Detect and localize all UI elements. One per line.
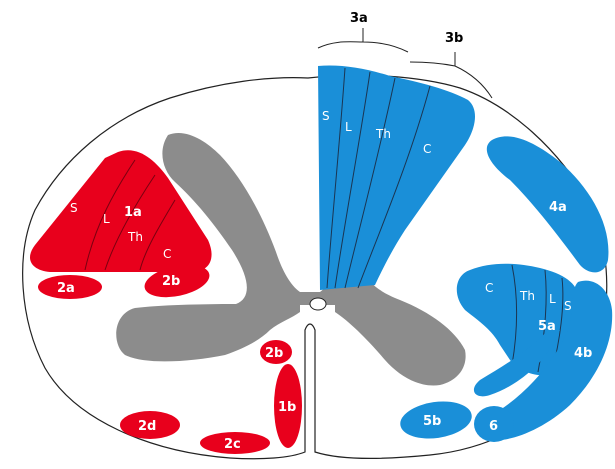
label-5b: 5b: [423, 414, 441, 429]
label-6: 6: [489, 419, 498, 434]
label-2d: 2d: [138, 419, 156, 434]
tract-1a-divider-2: [104, 174, 156, 271]
label-3-s: S: [322, 109, 330, 123]
label-3a: 3a: [350, 11, 368, 26]
label-3b: 3b: [445, 31, 463, 46]
label-1a-s: S: [70, 201, 78, 215]
gray-matter: [116, 132, 466, 386]
label-2a: 2a: [57, 281, 75, 296]
label-5a-s: S: [564, 299, 572, 313]
tract-3-divider-4: [357, 85, 431, 289]
label-4a: 4a: [549, 200, 567, 215]
label-4b: 4b: [574, 346, 592, 361]
label-1a-c: C: [163, 247, 171, 261]
tract-3-divider-3: [344, 77, 396, 289]
label-3-th: Th: [375, 127, 391, 141]
label-5a: 5a: [538, 319, 556, 334]
tract-1a-divider-1: [84, 159, 136, 271]
tract-3-divider-1: [326, 67, 346, 289]
label-2b-mid: 2b: [162, 274, 180, 289]
label-1a-l: L: [103, 212, 110, 226]
tract-3-divider-2: [334, 71, 371, 289]
bracket-3a: [317, 28, 409, 53]
tract-2a: [38, 275, 102, 299]
label-5a-l: L: [549, 292, 556, 306]
tract-5a-divider-1: [511, 264, 517, 366]
tract-5b: [400, 401, 472, 439]
tract-6: [474, 406, 514, 442]
label-5a-th: Th: [519, 289, 535, 303]
posterior-median-white: [300, 160, 318, 292]
label-1a: 1a: [124, 205, 142, 220]
label-1b: 1b: [278, 400, 296, 415]
label-3-l: L: [345, 120, 352, 134]
tract-2d: [120, 411, 180, 439]
label-3-c: C: [423, 142, 431, 156]
tract-2c: [200, 432, 270, 454]
label-2c: 2c: [224, 437, 241, 452]
central-canal: [309, 297, 327, 311]
label-1a-th: Th: [127, 230, 143, 244]
tract-4b: [489, 280, 613, 440]
tract-4b-inner: [473, 330, 560, 397]
tract-1b: [274, 364, 302, 448]
label-5a-c: C: [485, 281, 493, 295]
tract-2b-small: [260, 340, 292, 364]
tract-1a: [30, 150, 212, 272]
bracket-3b: [409, 52, 493, 99]
tract-2b-mid: [144, 264, 210, 298]
tract-1a-divider-3: [139, 199, 176, 271]
label-2b-small: 2b: [265, 346, 283, 361]
tract-4a: [486, 136, 609, 273]
tract-3: [318, 65, 476, 291]
